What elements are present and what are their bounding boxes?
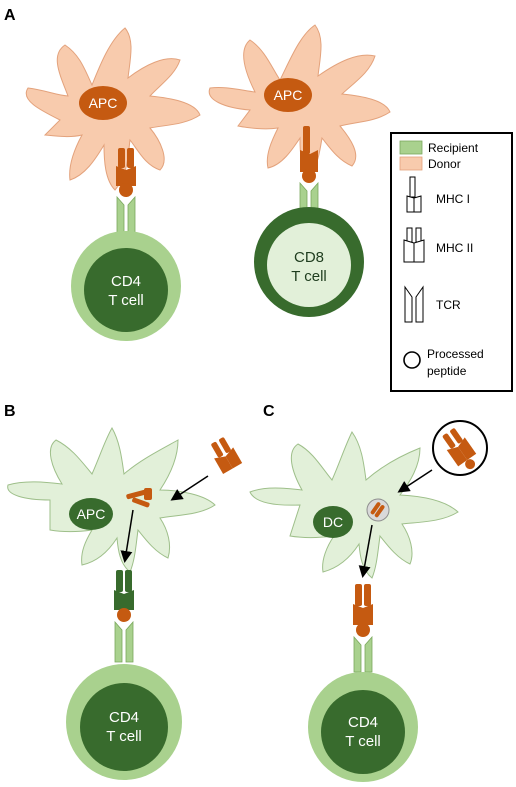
apc-cell-a-left: APC <box>25 27 201 191</box>
cd4-tcell-b: CD4 T cell <box>66 664 182 780</box>
donor-exosome <box>432 420 488 476</box>
legend-donor: Donor <box>428 157 461 171</box>
presentation-arrow <box>120 509 134 563</box>
vesicle-icon <box>366 498 390 522</box>
legend-mhc2: MHC II <box>436 241 473 255</box>
legend-mhc1: MHC I <box>436 192 470 206</box>
cd4-label: CD4 <box>109 709 139 726</box>
donor-mhc-fragment <box>211 437 243 474</box>
mhc2-molecule-a-left <box>116 148 136 197</box>
dc-nucleus <box>313 506 353 538</box>
tcell-label: T cell <box>345 733 381 750</box>
peptide-icon <box>403 351 421 369</box>
recipient-dc-body <box>249 431 459 579</box>
legend-peptide-2: peptide <box>427 364 467 378</box>
cd4-tcell-c: CD4 T cell <box>308 672 418 782</box>
recipient-swatch <box>399 140 423 155</box>
tcell-label: T cell <box>106 728 142 745</box>
peptide-icon <box>119 183 133 197</box>
mhc2-molecule-b <box>114 570 134 622</box>
tcr-molecule-a-left <box>116 195 136 237</box>
tcell-label: T cell <box>108 292 144 309</box>
panel-label-c: C <box>263 403 275 420</box>
tcr-molecule-b <box>114 620 134 663</box>
cd4-tcell-a: CD4 T cell <box>71 231 181 341</box>
cross-dressing-arrow <box>358 524 373 578</box>
apc-label: APC <box>274 87 303 103</box>
legend-box: Recipient Donor MHC I MHC II TCR Process… <box>390 132 513 392</box>
legend-tcr: TCR <box>436 298 461 312</box>
legend-peptide-1: Processed <box>427 347 484 361</box>
tcr-icon <box>404 285 424 323</box>
peptide-icon <box>117 608 131 622</box>
uptake-arrow <box>170 475 209 501</box>
cd4-label: CD4 <box>111 273 141 290</box>
mhc1-molecule-a-right <box>300 126 318 183</box>
panel-label-a: A <box>4 7 16 24</box>
apc-nucleus <box>264 78 312 112</box>
peptide-icon <box>356 623 370 637</box>
mhc2-icon <box>403 227 425 263</box>
apc-nucleus <box>69 498 113 530</box>
exosome-uptake-arrow <box>397 469 433 493</box>
mhc2-molecule-c <box>353 584 373 637</box>
apc-nucleus <box>79 86 127 120</box>
recipient-apc-body <box>7 426 216 573</box>
legend-recipient: Recipient <box>428 141 479 155</box>
cd8-tcell-a: CD8 T cell <box>254 207 364 317</box>
cd4-label: CD4 <box>348 714 378 731</box>
apc-cell-a-right: APC <box>208 24 391 177</box>
cd8-label: CD8 <box>294 249 324 266</box>
apc-cell-b: APC <box>7 426 216 573</box>
tcr-molecule-c <box>353 635 373 673</box>
donor-swatch <box>399 156 423 171</box>
panel-label-b: B <box>4 403 16 420</box>
dc-label: DC <box>323 514 343 530</box>
tcell-label: T cell <box>291 268 327 285</box>
dc-cell-c: DC <box>249 431 459 579</box>
peptide-icon <box>302 169 316 183</box>
apc-label: APC <box>77 506 106 522</box>
apc-label: APC <box>89 95 118 111</box>
mhc1-icon <box>406 176 422 213</box>
processed-fragments <box>126 488 152 508</box>
